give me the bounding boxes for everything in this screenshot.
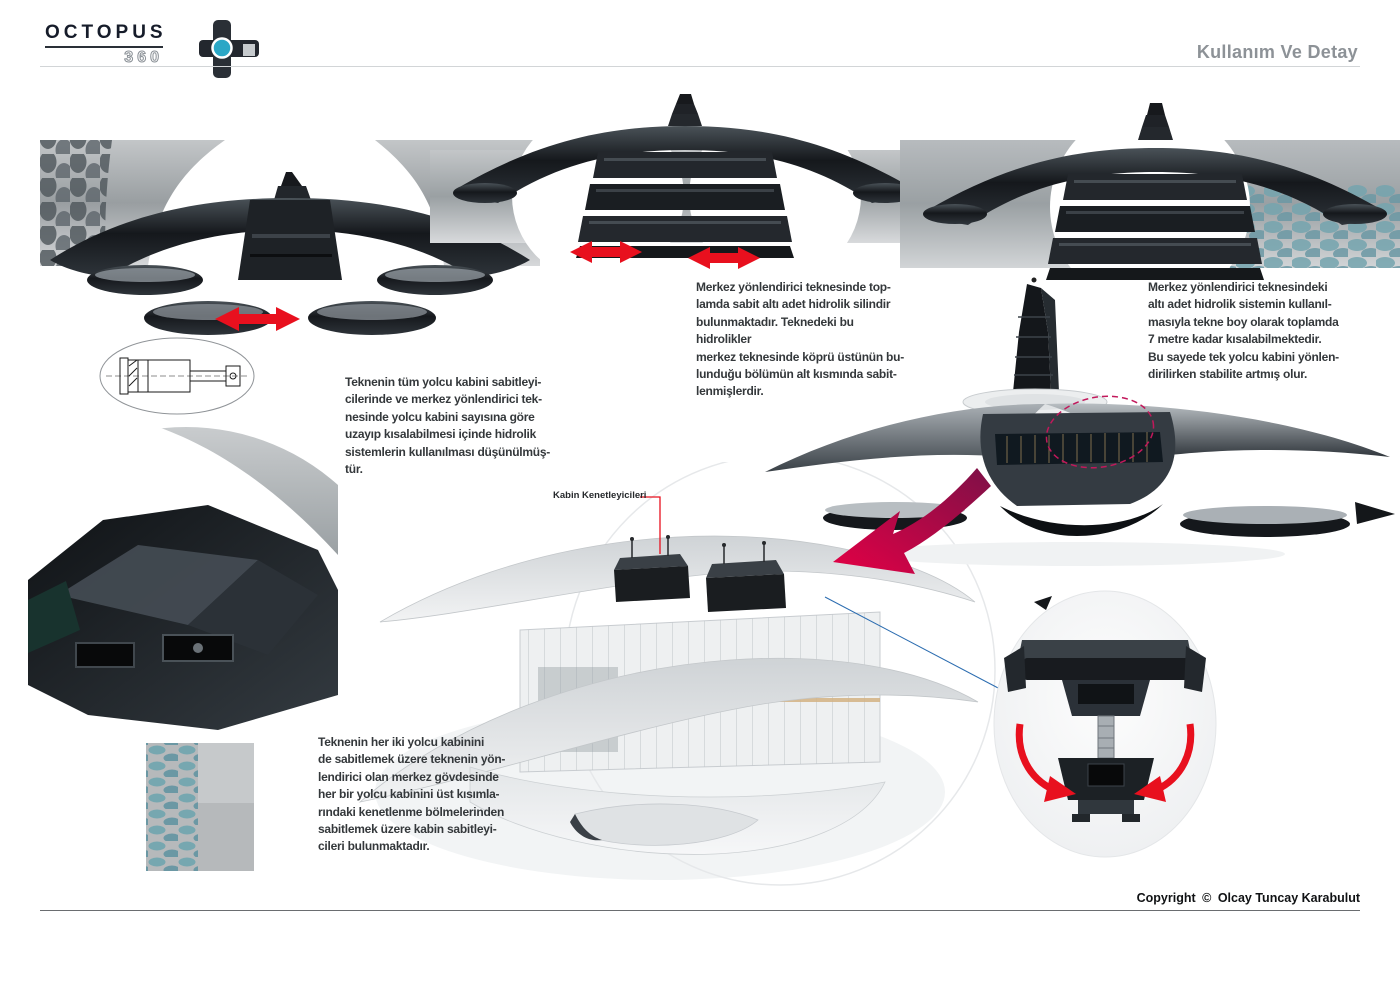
logo: OCTOPUS 360 [45,20,265,78]
cabin-clamp-module-1 [614,535,690,602]
water-reflection [865,542,1285,566]
blue-connector-line [824,596,1001,690]
red-compress-arrow-right-icon [688,247,760,269]
cabin-clamp-module-2 [706,541,786,612]
small-detail-glyph [1034,596,1052,610]
header-divider [40,66,1360,67]
note-cabin-clamps: Teknenin her iki yolcu kabinini de sabit… [318,735,506,854]
dashed-focus-ellipse [1045,395,1155,469]
red-compress-arrow-left-icon [570,241,642,263]
clamp-mechanism [1004,640,1206,822]
note-shortening: Merkez yönlendirici teknesindeki altı ad… [1148,280,1339,382]
detail-clamp-circle [993,590,1217,858]
red-rotate-arrow-right-icon [1134,723,1195,802]
ghost-yacht [358,535,979,855]
copyright-label: Copyright [1136,891,1196,905]
render-front-view-extended [40,140,540,335]
render-front-view-rear [900,103,1400,290]
footer-divider [40,910,1360,911]
sail-mast [1013,277,1059,392]
red-rotate-arrow-left-icon [1015,723,1076,802]
red-flow-arrow-icon [833,468,991,574]
yacht-body [765,403,1395,537]
yacht-front-rear [923,103,1387,280]
detail-macro-left [28,427,338,883]
logo-wordmark: OCTOPUS [45,22,167,43]
copyright: Copyright © Olcay Tuncay Karabulut [1134,891,1360,905]
logo-plus-icon [199,20,259,78]
red-connector-line [640,496,661,554]
teal-pattern-strip [146,743,254,871]
render-front-view-compressed [430,94,940,282]
page-title: Kullanım Ve Detay [1196,42,1358,62]
logo-divider [45,46,163,48]
render-aft-sail [765,277,1395,574]
note-hydraulic-systems: Teknenin tüm yolcu kabini sabitleyi- cil… [345,375,551,477]
cabin-clamps-label: Kabin Kenetleyicileri [553,490,647,501]
copyright-name: Olcay Tuncay Karabulut [1217,891,1360,905]
red-extend-arrow-icon [215,307,300,331]
macro-structure [28,505,338,730]
render-side-ghost [358,462,1001,886]
hydraulic-cylinder-drawing [99,337,255,415]
note-hydraulic-cylinders: Merkez yönlendirici teknesinde top- lamd… [696,280,904,399]
logo-360: 360 [124,49,163,67]
backdrop-arc [158,427,338,555]
copyright-symbol-icon: © [1202,891,1212,905]
yacht-front-extended [50,172,530,335]
